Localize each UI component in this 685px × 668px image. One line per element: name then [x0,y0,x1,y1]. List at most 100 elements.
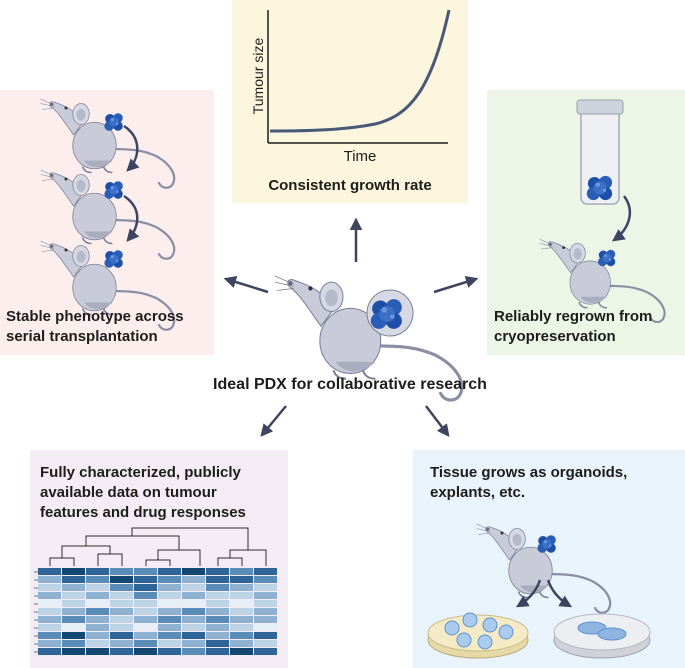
heatmap-cell [182,648,205,655]
heatmap-cell [158,592,181,599]
arrow-to-cryo [433,275,479,294]
heatmap-cell [230,600,253,607]
heatmap-cell [110,608,133,615]
heatmap-cell [110,632,133,639]
data-caption: Fully characterized, publicly available … [40,463,288,523]
heatmap [34,568,277,655]
heatmap-dendrogram [49,527,267,566]
heatmap-cell [182,592,205,599]
heatmap-cell [230,584,253,591]
heatmap-cell [110,640,133,647]
heatmap-cell [206,592,229,599]
heatmap-cell [254,616,277,623]
heatmap-cell [86,568,109,575]
heatmap-cell [110,592,133,599]
organoid-caption: Tissue grows as organoids, explants, etc… [430,463,680,503]
heatmap-cell [134,592,157,599]
heatmap-cell [86,640,109,647]
heatmap-cell [134,584,157,591]
heatmap-cell [62,624,85,631]
central-tumour [366,289,414,337]
arrow-to-data [260,405,287,437]
center-label: Ideal PDX for collaborative research [213,376,487,393]
heatmap-cell [86,624,109,631]
heatmap-cell [182,632,205,639]
data-caption-line-2: available data on tumour [40,484,217,501]
heatmap-cell [38,640,61,647]
heatmap-cell [182,608,205,615]
heatmap-cell [110,624,133,631]
growth-chart [267,9,451,144]
heatmap-cell [158,584,181,591]
heatmap-cell [158,608,181,615]
serial-mouse-1 [39,97,176,189]
heatmap-cell [158,600,181,607]
heatmap-cell [206,600,229,607]
heatmap-cell [62,568,85,575]
heatmap-cell [62,584,85,591]
heatmap-cell [206,624,229,631]
heatmap-cell [182,616,205,623]
heatmap-cell [86,600,109,607]
data-caption-line-3: features and drug responses [40,504,246,521]
cryo-arrow [611,195,632,242]
heatmap-cell [182,624,205,631]
heatmap-cell [182,640,205,647]
heatmap-cell [86,616,109,623]
growth-xlabel: Time [344,148,377,165]
heatmap-cell [254,576,277,583]
organoid-caption-line-1: Tissue grows as organoids, [430,464,628,481]
heatmap-cell [38,584,61,591]
serial-arrow-1 [123,124,140,172]
explant-dish [553,613,651,659]
heatmap-cell [134,608,157,615]
heatmap-cell [182,600,205,607]
organoid-arrow-left [515,579,542,608]
heatmap-cell [110,616,133,623]
heatmap-cell [38,648,61,655]
heatmap-cell [254,624,277,631]
serial-caption-line-1: Stable phenotype across [6,308,184,325]
heatmap-cell [158,616,181,623]
heatmap-cell [86,608,109,615]
heatmap-cell [230,616,253,623]
heatmap-cell [134,632,157,639]
organoid-caption-line-2: explants, etc. [430,484,526,501]
heatmap-cell [38,592,61,599]
heatmap-cell [230,640,253,647]
heatmap-cell [230,632,253,639]
arrow-to-organoid [425,405,450,437]
heatmap-cell [38,616,61,623]
heatmap-cell [110,600,133,607]
heatmap-cell [38,624,61,631]
heatmap-cell [254,648,277,655]
heatmap-cell [230,568,253,575]
heatmap-cell [206,616,229,623]
serial-tumour-2 [104,181,123,199]
heatmap-cell [62,592,85,599]
serial-caption: Stable phenotype across serial transplan… [6,307,216,347]
growth-panel [232,0,468,203]
cryo-caption-line-2: cryopreservation [494,328,616,345]
heatmap-cell [134,576,157,583]
heatmap-cell [230,648,253,655]
heatmap-cell [158,568,181,575]
serial-tumour-3 [104,250,123,268]
heatmap-cell [86,576,109,583]
heatmap-cell [38,576,61,583]
heatmap-cell [158,648,181,655]
heatmap-cell [38,632,61,639]
heatmap-cell [62,616,85,623]
serial-caption-line-2: serial transplantation [6,328,158,345]
heatmap-cell [38,600,61,607]
heatmap-cell [134,624,157,631]
heatmap-cell [206,584,229,591]
heatmap-cell [254,584,277,591]
arrow-to-serial [223,275,269,294]
heatmap-cell [230,624,253,631]
organoid-dish [427,612,529,659]
heatmap-cell [134,568,157,575]
heatmap-cell [254,640,277,647]
heatmap-cell [110,648,133,655]
